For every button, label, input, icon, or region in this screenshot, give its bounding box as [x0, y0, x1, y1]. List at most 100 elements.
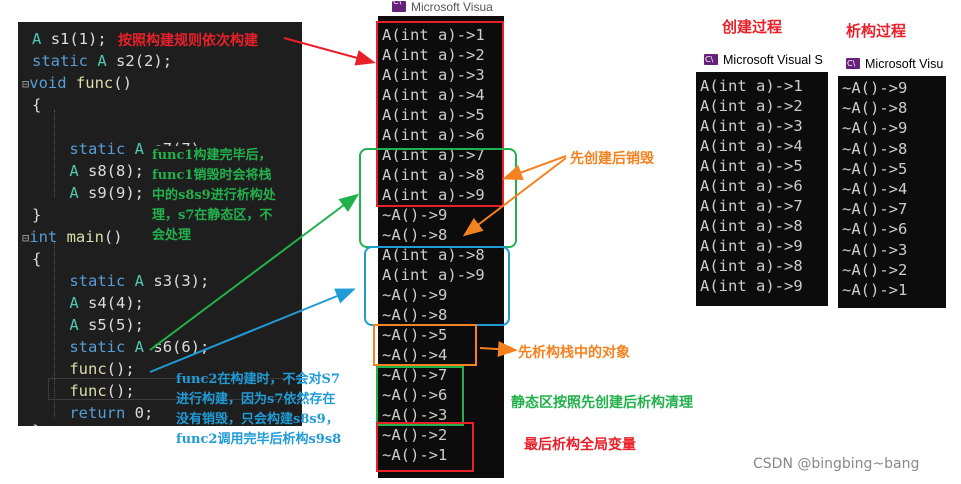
console-output-line: A(int a)->7 [700, 197, 803, 215]
console-output-line: ~A()->6 [842, 220, 908, 239]
static-area-note: 静态区按照先创建后析构清理 [511, 395, 693, 411]
console-output-line: ~A()->8 [842, 139, 908, 158]
console-output-line: A(int a)->6 [382, 126, 485, 144]
code-line-6[interactable]: A s8(8); [69, 162, 145, 180]
func2-arrow [149, 288, 356, 373]
code-text: } [32, 206, 42, 224]
func1-note-line: func1构建完毕后， [152, 148, 272, 163]
stack-first-arrow [479, 341, 518, 358]
destroy-console-window[interactable]: Microsoft Visu ~A()->9~A()->8~A()->9~A()… [838, 52, 946, 308]
console-output-line: A(int a)->4 [382, 86, 485, 104]
code-line-16[interactable]: func(); [69, 382, 135, 400]
console-output-line: A(int a)->7 [382, 146, 485, 164]
console-title: Microsoft Visual S [723, 53, 823, 67]
global-last-note: 最后析构全局变量 [524, 437, 636, 453]
indent-guide [54, 110, 55, 198]
code-text: s2(2); [116, 52, 173, 70]
code-line-9[interactable]: ⊟int main() [22, 228, 123, 246]
code-line-7[interactable]: A s9(9); [69, 184, 145, 202]
console-titlebar: Microsoft Visua [378, 0, 504, 16]
code-text: s3(3); [153, 272, 210, 290]
console-output-line: A(int a)->6 [700, 177, 803, 195]
console-output-line: A(int a)->8 [382, 246, 485, 264]
console-output-line: A(int a)->1 [700, 77, 803, 95]
global-destroy-box [376, 422, 474, 472]
code-line-15[interactable]: func(); [69, 360, 135, 378]
func1-note-line: 会处理 [152, 228, 192, 243]
visual-studio-icon [704, 48, 718, 72]
static-destroy-box [376, 366, 464, 426]
console-output-line: ~A()->2 [842, 260, 908, 279]
console-output-line: ~A()->8 [382, 226, 448, 244]
code-text: () [113, 74, 132, 92]
main-console-window[interactable]: Microsoft Visua A(int a)->1A(int a)->2A(… [378, 0, 504, 478]
collapse-icon[interactable]: ⊟ [22, 77, 30, 91]
code-line-3[interactable]: ⊟void func() [22, 74, 132, 92]
destroy-heading: 析构过程 [846, 22, 907, 40]
console-titlebar: Microsoft Visual S [696, 48, 828, 72]
code-line-2[interactable]: static A s2(2); [32, 52, 173, 70]
console-output-line: ~A()->9 [382, 206, 448, 224]
create-console-window[interactable]: Microsoft Visual S A(int a)->1A(int a)->… [696, 48, 828, 306]
construct-order-note: 按照构建规则依次构建 [118, 30, 258, 50]
construct-box [376, 21, 504, 207]
func1-note-line: 理，s7在静态区，不 [152, 208, 273, 223]
code-text: 0; [134, 404, 154, 422]
code-text: s1(1); [50, 30, 107, 48]
console-output-line: ~A()->9 [842, 79, 908, 97]
code-line-13[interactable]: A s5(5); [69, 316, 145, 334]
code-line-12[interactable]: A s4(4); [69, 294, 145, 312]
code-text: s4(4); [88, 294, 145, 312]
code-line-4[interactable]: { [32, 94, 41, 116]
console-output-line: A(int a)->5 [700, 157, 803, 175]
code-line-18[interactable]: } [32, 420, 41, 426]
console-output-line: A(int a)->9 [382, 186, 485, 204]
code-line-14[interactable]: static A s6(6); [69, 338, 210, 356]
code-line-8[interactable]: } [32, 204, 41, 226]
collapse-icon[interactable]: ⊟ [22, 231, 30, 245]
console-output-line: ~A()->4 [842, 180, 908, 198]
create-then-destroy-note: 先创建后销毁 [570, 151, 654, 167]
code-line-1[interactable]: A s1(1); [32, 30, 107, 48]
console-output-line: A(int a)->1 [382, 26, 485, 44]
console-output-line: ~A()->5 [842, 159, 908, 178]
code-text: } [32, 422, 41, 426]
code-text: () [103, 228, 123, 246]
console-output-line: ~A()->1 [382, 446, 448, 464]
console-output-line: ~A()->2 [382, 426, 448, 444]
console-titlebar: Microsoft Visu [838, 52, 946, 76]
construct-arrow [283, 37, 376, 66]
console-output-line: A(int a)->9 [700, 277, 803, 295]
console-output-line: ~A()->8 [382, 306, 448, 324]
code-text: s8(8); [88, 162, 145, 180]
code-line-17[interactable]: return 0; [69, 404, 154, 422]
console-output-line: ~A()->3 [382, 406, 448, 424]
editor-gutter [18, 22, 32, 426]
visual-studio-icon [392, 0, 406, 12]
console-output-line: ~A()->9 [382, 286, 448, 304]
console-output-line: A(int a)->8 [700, 217, 803, 235]
func1-note: func1构建完毕后， func1销毁时会将栈 中的s8s9进行析构处 理，s7… [152, 146, 276, 246]
console-output-line: ~A()->5 [382, 326, 448, 344]
code-line-11[interactable]: static A s3(3); [69, 272, 210, 290]
code-text: { [32, 250, 42, 268]
console-output-line: A(int a)->2 [700, 97, 803, 115]
console-output-line: A(int a)->9 [700, 237, 803, 255]
code-text: s6(6); [153, 338, 210, 356]
stack-destroy-box [373, 324, 477, 366]
console-output-line: ~A()->4 [382, 346, 448, 364]
func1-note-line: func1销毁时会将栈 [152, 168, 272, 183]
console-output-line: ~A()->3 [842, 240, 908, 259]
code-text: s5(5); [88, 316, 145, 334]
current-line-highlight [48, 378, 302, 400]
func1-arrow [149, 193, 360, 351]
code-text: (); [106, 382, 135, 400]
visual-studio-icon [846, 52, 860, 76]
console-output-line: A(int a)->8 [382, 166, 485, 184]
console-output-line: A(int a)->8 [700, 257, 803, 275]
code-line-10[interactable]: { [32, 248, 41, 270]
create-destroy-arrow-bottom [462, 157, 567, 237]
indent-guide [54, 242, 55, 418]
watermark: CSDN @bingbing~bang [753, 456, 920, 472]
create-destroy-arrow-top [502, 155, 567, 181]
